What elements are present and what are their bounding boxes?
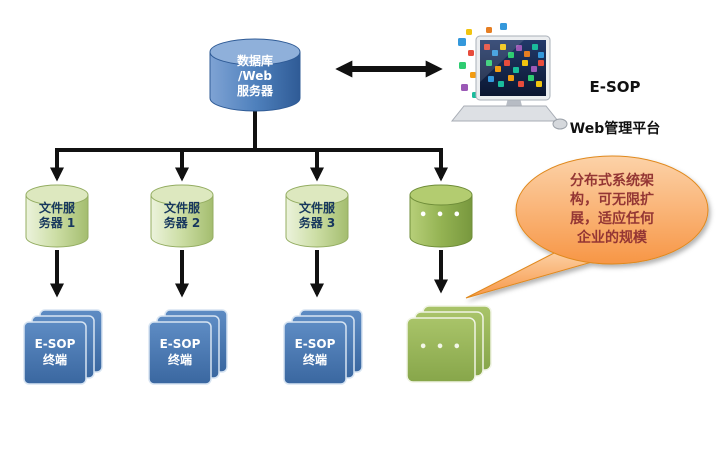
terminal-stack-2 (148, 309, 228, 385)
more-servers-cylinder (409, 184, 473, 248)
screen-app-icons (484, 44, 544, 87)
terminal-stack-1 (23, 309, 103, 385)
computer-icon (450, 23, 568, 130)
connector-tree (50, 106, 448, 182)
terminal-stack-3 (283, 309, 363, 385)
more-terminals-stack (406, 305, 492, 383)
file-server-cylinder-2 (150, 184, 214, 248)
db-server-cylinder (209, 38, 301, 112)
terminal-arrows (50, 250, 448, 298)
file-server-cylinder-3 (285, 184, 349, 248)
file-server-cylinder-1 (25, 184, 89, 248)
callout-bubble (465, 155, 709, 299)
